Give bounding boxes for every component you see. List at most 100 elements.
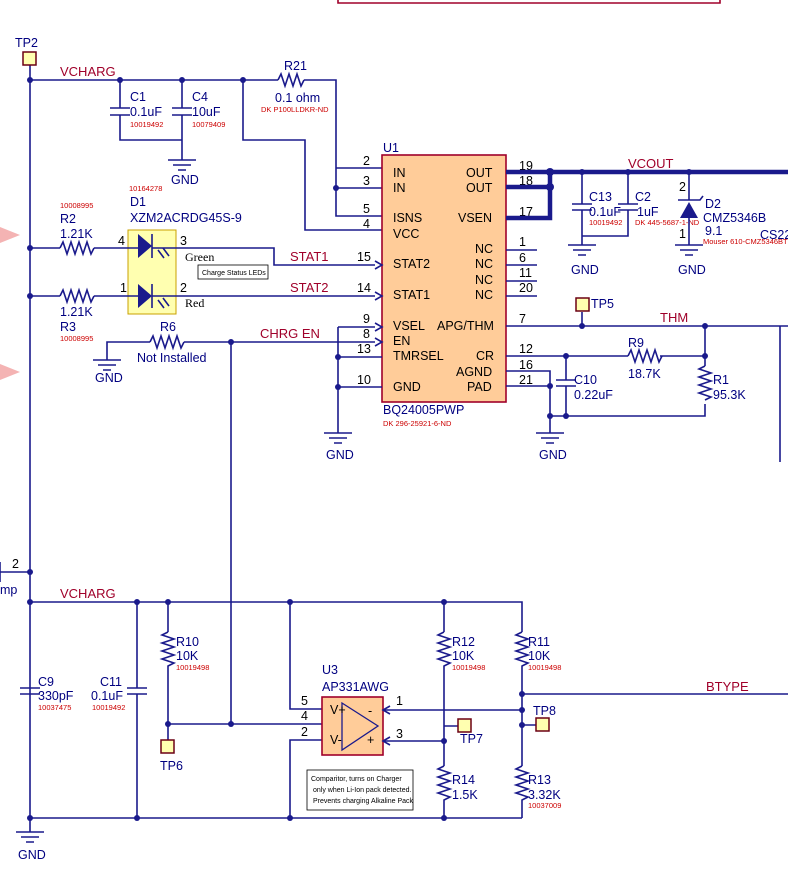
junction: [228, 721, 234, 727]
u1-pin-out-a: OUT: [466, 166, 493, 180]
vcharg-bottom-rails: [30, 601, 523, 819]
c1-value: 0.1uF: [130, 105, 162, 119]
u1-num-8: 8: [363, 327, 370, 341]
tp5-pad[interactable]: [575, 297, 590, 312]
c9-ref: C9: [38, 675, 54, 689]
c11-code: 10019492: [92, 703, 125, 712]
r3-ref: R3: [60, 320, 76, 334]
c13-code: 10019492: [589, 218, 622, 227]
junction: [165, 721, 171, 727]
d2-symbol: [680, 202, 698, 218]
c9-value: 330pF: [38, 689, 74, 703]
r21-code: DK P100LLDKR-ND: [261, 105, 329, 114]
r1-symbol: [696, 365, 714, 401]
r2-value: 1.21K: [60, 227, 93, 241]
gnd-symbol-d2: [675, 244, 703, 256]
u1-num-9: 9: [363, 312, 370, 326]
u1-pin-stat2: STAT2: [393, 257, 430, 271]
r10-value: 10K: [176, 649, 199, 663]
net-thm: THM: [660, 310, 688, 325]
tp2-label: TP2: [15, 36, 38, 50]
r11-symbol: [513, 631, 531, 670]
u1-num-12: 12: [519, 342, 533, 356]
junction: [27, 77, 33, 83]
u1-num-14: 14: [357, 281, 371, 295]
c9-c11-symbols: [20, 602, 147, 818]
u1-pin-en: EN: [393, 334, 410, 348]
r1-ref: R1: [713, 373, 729, 387]
gnd-symbol-u1: [324, 432, 352, 444]
u3-note-1: Comparitor, turns on Charger: [311, 776, 402, 783]
u1-num-5: 5: [363, 202, 370, 216]
u3-right-arrows: [381, 705, 391, 746]
u1-pin-pad: PAD: [467, 380, 492, 394]
u1-pin-agnd: AGND: [456, 365, 492, 379]
u3-num-1: 1: [396, 694, 403, 708]
r11-ref: R11: [528, 635, 550, 649]
tp7-pad[interactable]: [457, 718, 472, 733]
d2-part: CMZ5346B: [703, 211, 766, 225]
c10-agnd-wires: [506, 356, 576, 433]
r13-value: 3.32K: [528, 788, 561, 802]
u3-ref: U3: [322, 663, 338, 677]
junction: [441, 738, 447, 744]
c11-value: 0.1uF: [91, 689, 123, 703]
net-cs-partial: CS22: [760, 228, 788, 242]
junction: [625, 169, 631, 175]
junction: [134, 815, 140, 821]
u1-pin-tmrsel: TMRSEL: [393, 349, 444, 363]
net-vcout: VCOUT: [628, 156, 674, 171]
c10-ref: C10: [574, 373, 597, 387]
r3-code: 10008995: [60, 334, 93, 343]
u3-right-wires: [383, 709, 522, 742]
u1-num-3: 3: [363, 174, 370, 188]
u3-plus-sign: +: [367, 733, 374, 747]
r14-value: 1.5K: [452, 788, 478, 802]
u1-body: [381, 154, 507, 403]
u3-note-box: [306, 769, 414, 811]
r3-value: 1.21K: [60, 305, 93, 319]
c13-value: 0.1uF: [589, 205, 621, 219]
net-vcharg-bottom: VCHARG: [60, 586, 116, 601]
r6-ref: R6: [160, 320, 176, 334]
thm-wire: [506, 325, 788, 462]
tp8-label: TP8: [533, 704, 556, 718]
tp2-pad[interactable]: [22, 51, 37, 66]
offpage-arrow-2: [0, 364, 20, 380]
u1-num-18: 18: [519, 174, 533, 188]
led-note: Charge Status LEDs: [202, 270, 266, 277]
r2-symbol: [59, 239, 95, 257]
gnd-symbol-r6: [93, 359, 121, 371]
d2-ref: D2: [705, 197, 721, 211]
tp8-pad[interactable]: [535, 717, 550, 732]
u1-num-10: 10: [357, 373, 371, 387]
c11-ref: C11: [100, 675, 122, 689]
net-stat2: STAT2: [290, 280, 329, 295]
d2-mouser: Mouser 610-CMZ5346BTR13: [703, 237, 788, 246]
tp7-label: TP7: [460, 732, 483, 746]
gnd-label-u1: GND: [326, 448, 354, 462]
offpage-arrow-1: [0, 227, 20, 243]
tp6-pad[interactable]: [160, 739, 175, 754]
u1-dk: DK 296-25921-6-ND: [383, 419, 452, 428]
d1-code: 10164278: [129, 184, 162, 193]
u1-pin-in-a: IN: [393, 166, 406, 180]
c10-value: 0.22uF: [574, 388, 613, 402]
u3-left-wires: [289, 602, 322, 818]
vcharg-top-rail: [30, 79, 337, 188]
net-vcharg-top: VCHARG: [60, 64, 116, 79]
junction: [702, 353, 708, 359]
r1-value: 95.3K: [713, 388, 746, 402]
junction: [546, 183, 554, 191]
d1-red-led: [138, 284, 152, 308]
u1-pin-vsel: VSEL: [393, 319, 425, 333]
junction: [686, 169, 692, 175]
r2-ref: R2: [60, 212, 76, 226]
u3-num-4: 4: [301, 709, 308, 723]
u1-pin-nc6: NC: [475, 257, 493, 271]
c4-code: 10079409: [192, 120, 225, 129]
vcc-wire: [242, 80, 382, 231]
net-stat1: STAT1: [290, 249, 329, 264]
junction: [519, 691, 525, 697]
